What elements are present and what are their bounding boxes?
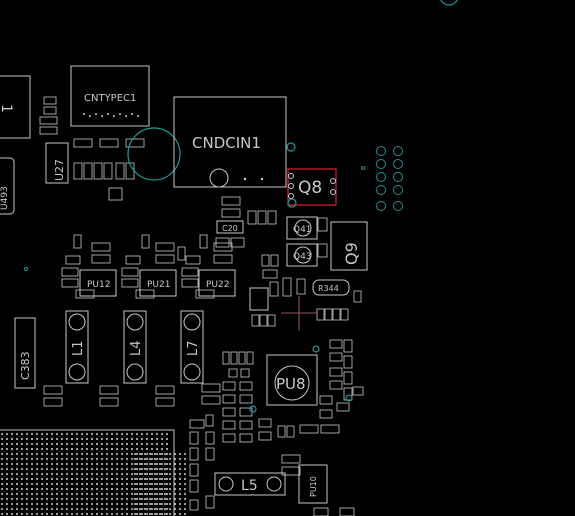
component-l4[interactable]: L4	[123, 310, 147, 384]
mounting-hole	[127, 127, 181, 181]
passives-left-column	[39, 96, 58, 135]
label-u27: U27	[53, 159, 66, 181]
label-pu12: PU12	[87, 280, 110, 290]
q8-highlight-box	[287, 168, 337, 206]
label-q41: Q41	[293, 225, 312, 235]
passives-around-pu	[61, 234, 233, 299]
component-u27[interactable]: U27	[45, 142, 69, 184]
label-r344: R344	[318, 284, 339, 293]
passives-under-cndcin1	[221, 196, 297, 225]
component-u493[interactable]: U493	[0, 157, 15, 215]
label-pu8: PU8	[276, 375, 306, 393]
label-q8: Q8	[298, 178, 322, 198]
component-pu8[interactable]: PU8	[266, 354, 318, 406]
cntypec1-pins	[83, 113, 139, 117]
component-r344[interactable]: R344	[312, 279, 350, 296]
via-array-right	[24, 146, 403, 271]
label-q43: Q43	[293, 252, 312, 262]
component-cndcin1[interactable]: CNDCIN1	[173, 96, 287, 188]
component-pu12[interactable]: PU12	[79, 269, 117, 297]
origin-crosshair	[281, 296, 317, 331]
label-pu21: PU21	[147, 280, 170, 290]
label-j1: 1	[0, 104, 14, 113]
label-u493: U493	[0, 186, 10, 210]
label-q9: Q9	[342, 242, 361, 265]
component-cntypec1[interactable]: CNTYPEC1	[70, 65, 150, 127]
passives-under-inductors	[43, 383, 221, 407]
component-pu21[interactable]: PU21	[139, 269, 177, 297]
component-pu22[interactable]: PU22	[198, 269, 236, 297]
passives-right-of-q41	[317, 217, 328, 258]
label-c20: C20	[222, 224, 238, 233]
passives-row-a	[215, 237, 279, 279]
passives-lower-middle	[189, 414, 355, 516]
passives-pu8-cluster	[222, 339, 364, 443]
via-top	[440, 0, 458, 6]
label-c383: C383	[19, 351, 32, 380]
label-l4: L4	[129, 340, 144, 356]
passives-under-cntypec1	[73, 138, 145, 201]
component-c383[interactable]: C383	[14, 317, 36, 389]
component-pu10[interactable]: PU10	[298, 464, 328, 504]
component-c20[interactable]: C20	[216, 220, 244, 234]
label-pu10: PU10	[309, 476, 318, 497]
component-l1[interactable]: L1	[65, 310, 89, 384]
passives-center-cluster	[249, 277, 362, 327]
component-q41[interactable]: Q41	[286, 216, 318, 240]
label-l5: L5	[241, 478, 258, 494]
label-cndcin1: CNDCIN1	[192, 134, 261, 152]
component-l5[interactable]: L5	[214, 472, 286, 496]
label-pu22: PU22	[206, 280, 229, 290]
label-l7: L7	[186, 340, 201, 356]
component-q43[interactable]: Q43	[286, 243, 318, 267]
label-l1: L1	[71, 340, 86, 356]
component-q9[interactable]: Q9	[330, 221, 368, 271]
via-near-cndcin1	[286, 142, 296, 152]
component-q8[interactable]: Q8	[287, 168, 337, 206]
label-cntypec1: CNTYPEC1	[84, 93, 136, 104]
component-l7[interactable]: L7	[180, 310, 204, 384]
bga-dot-field	[0, 429, 186, 516]
component-left-connector[interactable]: 1	[0, 75, 31, 139]
